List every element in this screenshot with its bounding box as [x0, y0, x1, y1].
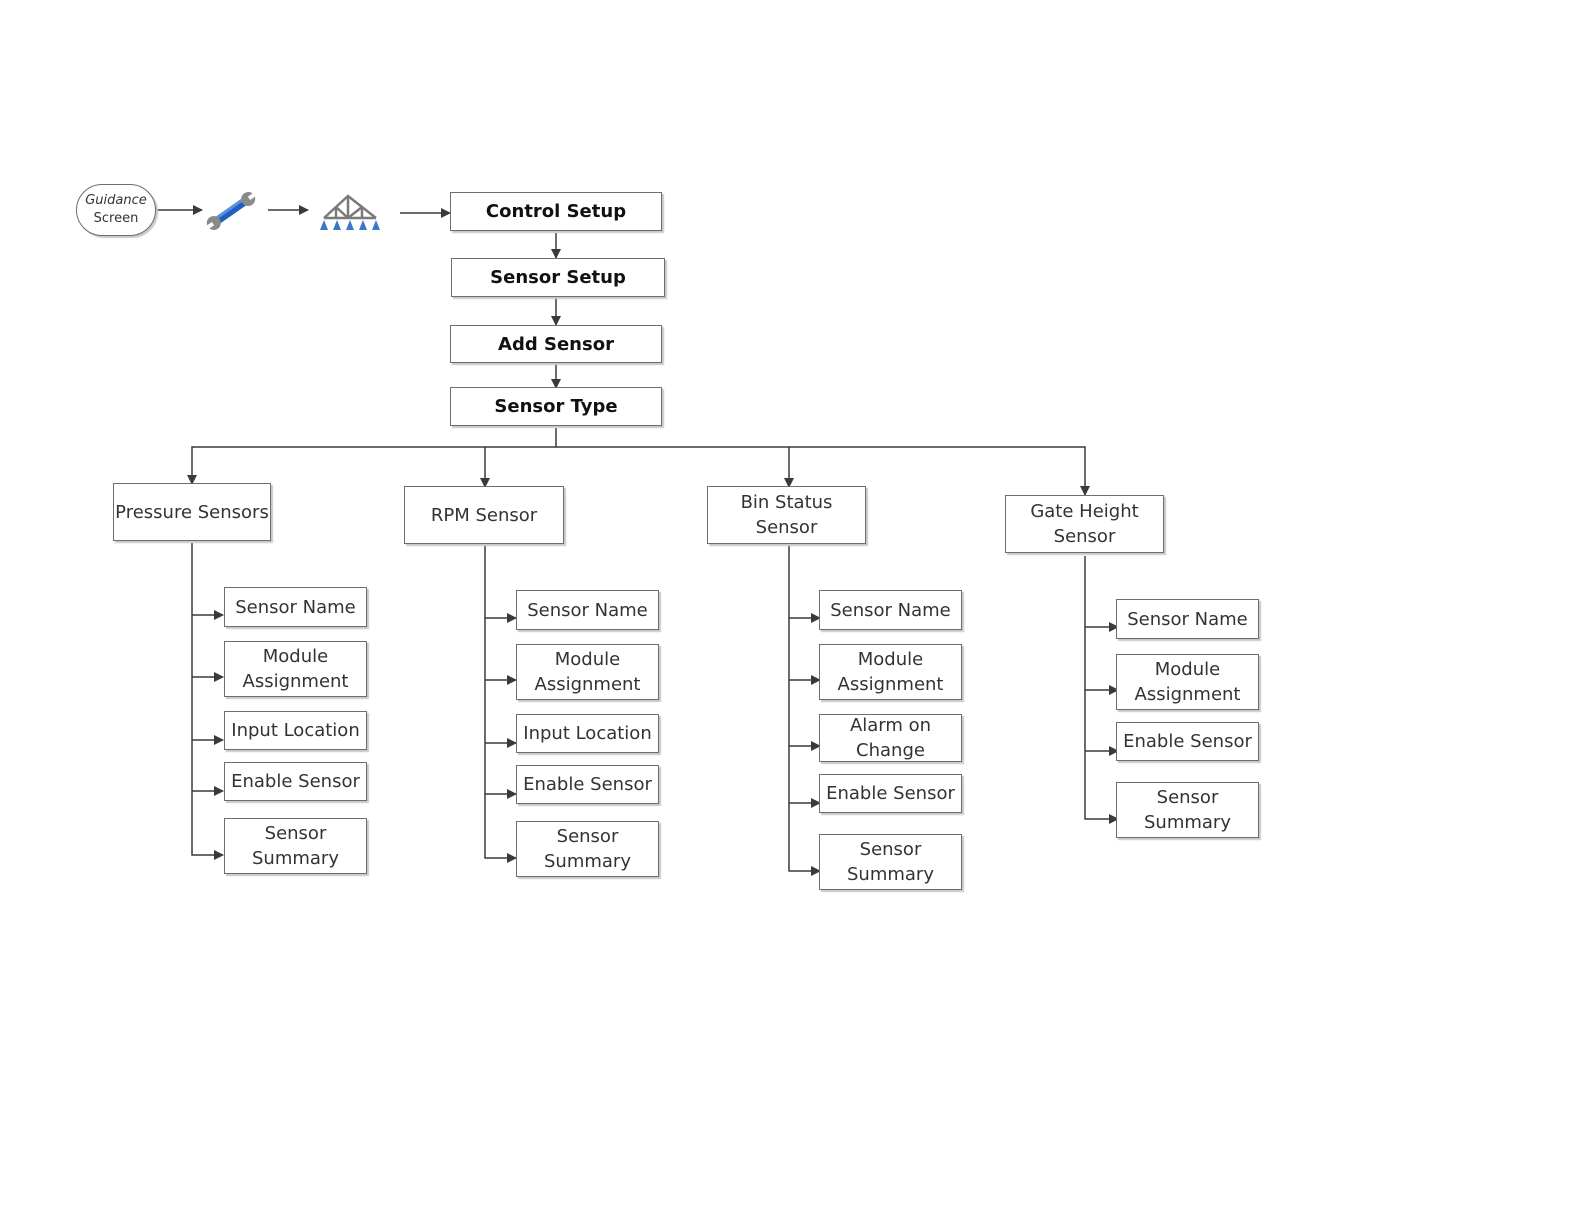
- bin-sensor-summary-box[interactable]: Sensor Summary: [819, 834, 962, 890]
- sensor-type-box[interactable]: Sensor Type: [450, 387, 662, 426]
- pressure-sensor-summary-box[interactable]: Sensor Summary: [224, 818, 367, 874]
- guidance-screen-label-line1: Guidance: [85, 193, 147, 208]
- rpm-sensor-name-box[interactable]: Sensor Name: [516, 590, 659, 630]
- bin-status-sensor-box[interactable]: Bin Status Sensor: [707, 486, 866, 544]
- guidance-screen-node[interactable]: Guidance Screen: [76, 184, 156, 236]
- sprayer-boom-icon[interactable]: [318, 190, 382, 236]
- guidance-screen-label-line2: Screen: [93, 211, 139, 226]
- add-sensor-box[interactable]: Add Sensor: [450, 325, 662, 363]
- control-setup-box[interactable]: Control Setup: [450, 192, 662, 231]
- gate-enable-sensor-box[interactable]: Enable Sensor: [1116, 722, 1259, 761]
- sensor-setup-box[interactable]: Sensor Setup: [451, 258, 665, 297]
- wrench-icon[interactable]: [202, 188, 260, 234]
- rpm-module-assignment-box[interactable]: Module Assignment: [516, 644, 659, 700]
- pressure-enable-sensor-box[interactable]: Enable Sensor: [224, 762, 367, 801]
- pressure-sensor-name-box[interactable]: Sensor Name: [224, 587, 367, 627]
- bin-module-assignment-box[interactable]: Module Assignment: [819, 644, 962, 700]
- rpm-sensor-summary-box[interactable]: Sensor Summary: [516, 821, 659, 877]
- rpm-input-location-box[interactable]: Input Location: [516, 714, 659, 753]
- gate-module-assignment-box[interactable]: Module Assignment: [1116, 654, 1259, 710]
- gate-height-sensor-box[interactable]: Gate Height Sensor: [1005, 495, 1164, 553]
- bin-sensor-name-box[interactable]: Sensor Name: [819, 590, 962, 630]
- pressure-module-assignment-box[interactable]: Module Assignment: [224, 641, 367, 697]
- bin-enable-sensor-box[interactable]: Enable Sensor: [819, 774, 962, 813]
- pressure-sensors-box[interactable]: Pressure Sensors: [113, 483, 271, 541]
- rpm-enable-sensor-box[interactable]: Enable Sensor: [516, 765, 659, 804]
- bin-alarm-on-change-box[interactable]: Alarm on Change: [819, 714, 962, 762]
- gate-sensor-name-box[interactable]: Sensor Name: [1116, 599, 1259, 639]
- rpm-sensor-box[interactable]: RPM Sensor: [404, 486, 564, 544]
- pressure-input-location-box[interactable]: Input Location: [224, 711, 367, 750]
- gate-sensor-summary-box[interactable]: Sensor Summary: [1116, 782, 1259, 838]
